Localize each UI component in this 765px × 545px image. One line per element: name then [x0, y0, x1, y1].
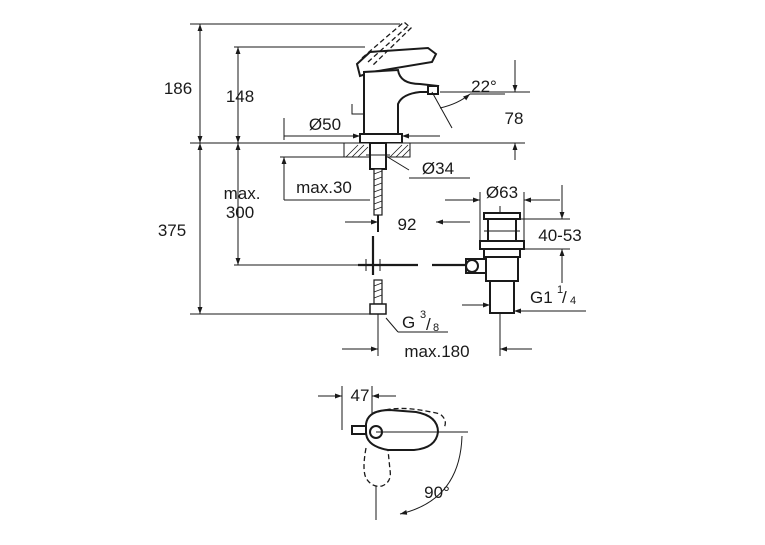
pop-up-waste-assembly [465, 206, 525, 314]
dim-47-label: 47 [351, 386, 370, 405]
lower-supply-hose [369, 279, 387, 315]
dim-34-label: Ø34 [422, 159, 454, 178]
dim-g114-numerator: 1 [557, 284, 563, 296]
dim-max30-label: max.30 [296, 178, 352, 197]
dim-63-label: Ø63 [486, 183, 518, 202]
dim-78-label: 78 [505, 109, 524, 128]
dim-g38-numerator: 3 [420, 309, 426, 321]
dim-g114-main: G1 [530, 288, 553, 307]
mounting-shank [369, 142, 387, 170]
dim-375-label: 375 [158, 221, 186, 240]
dim-34-leader [385, 155, 410, 171]
supply-hose [373, 168, 383, 232]
dim-g38-slash: / [426, 315, 431, 334]
faucet-pop-up-rod [351, 104, 364, 115]
faucet-body [363, 68, 440, 137]
spout-angle-arc [439, 93, 471, 109]
spout-angle-line [431, 91, 453, 129]
dim-max180-label: max.180 [404, 342, 469, 361]
lever-rotated-90-outline [363, 447, 391, 487]
dim-4053-label: 40-53 [538, 226, 581, 245]
dim-g114-slash: / [562, 288, 567, 307]
dim-90-label: 90° [424, 483, 450, 502]
dim-186-label: 186 [164, 79, 192, 98]
faucet-base [359, 133, 403, 144]
dim-g38-denominator: 8 [433, 322, 439, 334]
lever-rotated-outline [377, 407, 446, 429]
faucet-lever-raised-outline [361, 21, 412, 67]
dim-g114-denominator: 4 [570, 295, 576, 307]
dim-148-label: 148 [226, 87, 254, 106]
dim-g38-leader [385, 317, 399, 333]
dim-300-max-label: max. [224, 184, 261, 203]
pop-up-rod-top-view [351, 425, 367, 435]
dim-92-label: 92 [398, 215, 417, 234]
dim-g38-main: G [402, 313, 415, 332]
faucet-lever [355, 46, 438, 78]
faucet-lever-raised-edge [367, 25, 409, 63]
rotation-90-arc [399, 435, 463, 515]
dim-50-label: Ø50 [309, 115, 341, 134]
dim-22-label: 22° [471, 77, 497, 96]
dim-300-label: 300 [226, 203, 254, 222]
